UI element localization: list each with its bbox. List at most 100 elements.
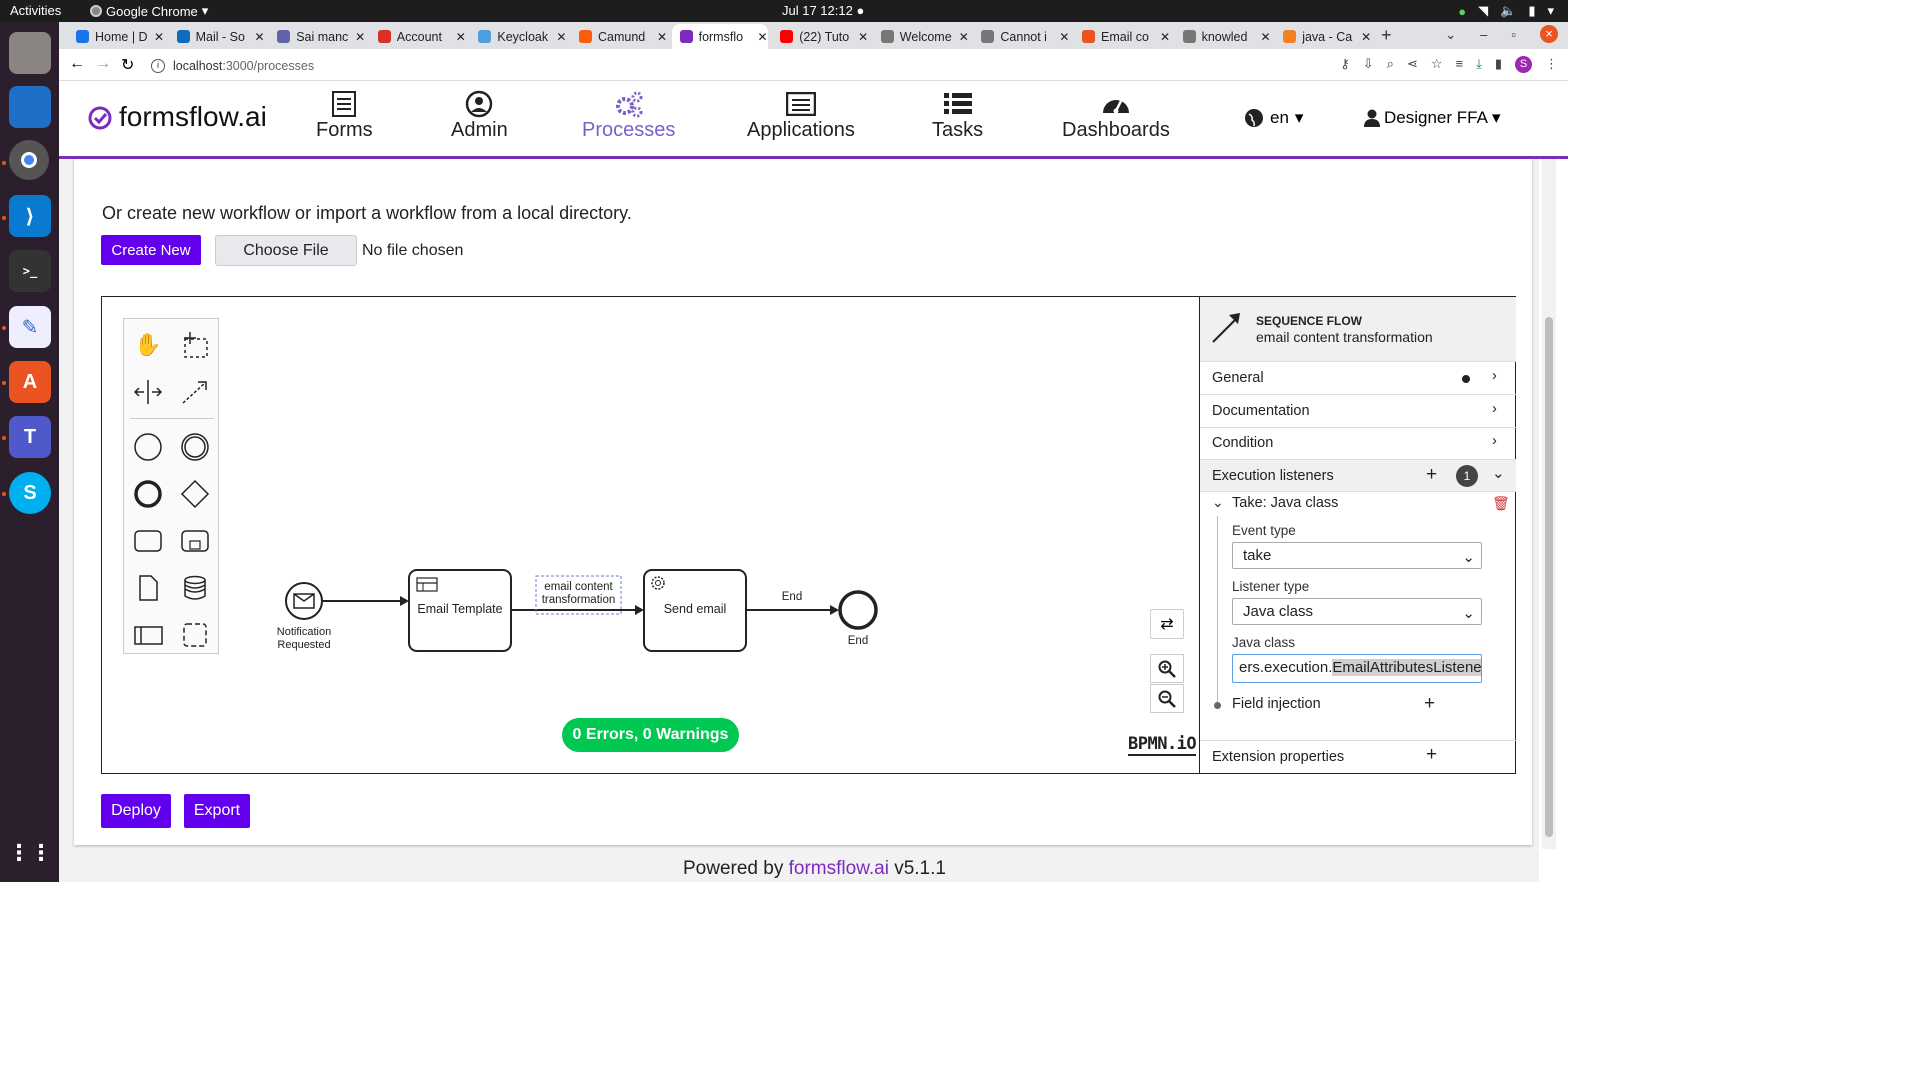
- group-extension-properties[interactable]: Extension properties +: [1200, 740, 1516, 773]
- url-field[interactable]: i localhost:3000/processes: [151, 55, 314, 76]
- nav-processes[interactable]: Processes: [582, 89, 675, 142]
- key-icon[interactable]: ⚷: [1340, 56, 1350, 71]
- chrome-dock-icon[interactable]: [9, 140, 49, 180]
- teams-icon[interactable]: T: [9, 416, 51, 458]
- tab-close-icon[interactable]: ✕: [556, 29, 567, 44]
- app-menu[interactable]: Google Chrome ▾: [90, 3, 208, 19]
- event-type-select[interactable]: take⌄: [1232, 542, 1482, 569]
- browser-tab[interactable]: Mail - So✕: [169, 24, 265, 49]
- reload-icon[interactable]: ↻: [121, 57, 135, 74]
- browser-tab[interactable]: Cannot i✕: [973, 24, 1069, 49]
- bpmn-io-watermark[interactable]: BPMN.iO: [1128, 734, 1197, 756]
- site-info-icon[interactable]: i: [151, 58, 165, 73]
- app-grid-icon[interactable]: ⋮⋮: [8, 840, 52, 865]
- software-center-icon[interactable]: A: [9, 361, 51, 403]
- tab-close-icon[interactable]: ✕: [656, 29, 667, 44]
- tab-close-icon[interactable]: ✕: [958, 29, 969, 44]
- terminal-icon[interactable]: >_: [9, 250, 51, 292]
- subprocess-icon[interactable]: [180, 526, 210, 556]
- global-connect-tool-icon[interactable]: [180, 377, 210, 407]
- libreoffice-writer-icon[interactable]: [9, 86, 51, 128]
- tab-search-icon[interactable]: ⌄: [1445, 27, 1457, 42]
- skype-icon[interactable]: S: [9, 472, 51, 514]
- language-dropdown[interactable]: en▾: [1244, 108, 1303, 128]
- tab-close-icon[interactable]: ✕: [1260, 29, 1271, 44]
- java-class-input[interactable]: ers.execution.EmailAttributesListener: [1232, 654, 1482, 683]
- browser-tab[interactable]: java - Ca✕: [1275, 24, 1371, 49]
- flow-label-selection[interactable]: [535, 575, 622, 615]
- data-object-icon[interactable]: [133, 573, 163, 603]
- minimize-icon[interactable]: –: [1480, 27, 1488, 42]
- browser-tab[interactable]: Keycloak✕: [470, 24, 566, 49]
- files-icon[interactable]: [9, 32, 51, 74]
- tab-close-icon[interactable]: ✕: [153, 29, 164, 44]
- end-event-icon[interactable]: [133, 479, 163, 509]
- nav-dashboards[interactable]: Dashboards: [1062, 89, 1170, 142]
- add-extension-property-icon[interactable]: +: [1426, 744, 1438, 765]
- space-tool-icon[interactable]: [133, 377, 163, 407]
- user-dropdown[interactable]: Designer FFA▾: [1364, 108, 1500, 128]
- browser-tab[interactable]: Account✕: [370, 24, 466, 49]
- add-field-injection-icon[interactable]: +: [1424, 693, 1436, 714]
- hand-tool-icon[interactable]: ✋: [134, 332, 162, 357]
- sidepanel-icon[interactable]: ▮: [1494, 56, 1502, 71]
- nav-tasks[interactable]: Tasks: [932, 89, 983, 142]
- profile-avatar[interactable]: S: [1515, 56, 1532, 73]
- tab-close-icon[interactable]: ✕: [1159, 29, 1170, 44]
- data-store-icon[interactable]: [180, 573, 210, 603]
- reading-list-icon[interactable]: ≡: [1455, 56, 1464, 71]
- browser-tab[interactable]: Home | D✕: [68, 24, 164, 49]
- gateway-icon[interactable]: [180, 479, 210, 509]
- listener-item-header[interactable]: ⌄ Take: Java class 🗑: [1200, 493, 1516, 517]
- toggle-properties-button[interactable]: ⇄: [1150, 609, 1184, 639]
- pool-icon[interactable]: [133, 620, 163, 650]
- activities-button[interactable]: Activities: [10, 3, 62, 18]
- tab-close-icon[interactable]: ✕: [455, 29, 466, 44]
- download-icon[interactable]: ⤓: [1476, 56, 1482, 71]
- text-editor-icon[interactable]: ✎: [9, 306, 51, 348]
- browser-tab[interactable]: Email co✕: [1074, 24, 1170, 49]
- browser-tab[interactable]: Welcome✕: [873, 24, 969, 49]
- restore-icon[interactable]: ▫: [1511, 27, 1516, 42]
- browser-tab[interactable]: knowled✕: [1175, 24, 1271, 49]
- brand-logo[interactable]: formsflow.ai: [87, 101, 267, 133]
- browser-tab[interactable]: Sai manc✕: [269, 24, 365, 49]
- forward-icon[interactable]: →: [95, 55, 111, 72]
- lasso-tool-icon[interactable]: [180, 330, 210, 360]
- group-execution-listeners[interactable]: Execution listeners + 1 ⌄: [1200, 460, 1516, 492]
- tab-close-icon[interactable]: ✕: [858, 29, 869, 44]
- nav-forms[interactable]: Forms: [316, 89, 373, 142]
- close-window-icon[interactable]: ×: [1540, 25, 1558, 43]
- zoom-icon[interactable]: ⌕: [1386, 56, 1394, 71]
- tab-close-icon[interactable]: ✕: [1361, 29, 1372, 44]
- vscode-icon[interactable]: ⟩: [9, 195, 51, 237]
- chrome-menu-icon[interactable]: ⋮: [1545, 56, 1558, 71]
- tab-close-icon[interactable]: ✕: [1059, 29, 1070, 44]
- tab-close-icon[interactable]: ✕: [355, 29, 366, 44]
- browser-tab[interactable]: Camund✕: [571, 24, 667, 49]
- group-icon[interactable]: [180, 620, 210, 650]
- browser-tab[interactable]: (22) Tuto✕: [772, 24, 868, 49]
- listener-type-select[interactable]: Java class⌄: [1232, 598, 1482, 625]
- bpmn-canvas[interactable]: [102, 297, 1198, 773]
- group-documentation[interactable]: Documentation›: [1200, 395, 1516, 428]
- add-listener-icon[interactable]: +: [1426, 464, 1438, 485]
- end-event[interactable]: [838, 590, 878, 630]
- zoom-in-button[interactable]: [1150, 654, 1184, 683]
- browser-tab[interactable]: formsflo✕: [671, 24, 768, 49]
- group-general[interactable]: General›: [1200, 362, 1516, 395]
- back-icon[interactable]: ←: [69, 55, 85, 72]
- group-condition[interactable]: Condition›: [1200, 427, 1516, 460]
- zoom-out-button[interactable]: [1150, 684, 1184, 713]
- page-scrollbar[interactable]: [1542, 159, 1556, 849]
- nav-applications[interactable]: Applications: [747, 89, 855, 142]
- footer-brand-link[interactable]: formsflow.ai: [788, 858, 889, 879]
- system-tray[interactable]: ● ◥ 🔈 ▮ ▾: [1458, 3, 1554, 19]
- choose-file-button[interactable]: Choose File: [215, 235, 357, 266]
- deploy-button[interactable]: Deploy: [101, 794, 171, 828]
- new-tab-icon[interactable]: +: [1381, 25, 1392, 45]
- export-button[interactable]: Export: [184, 794, 250, 828]
- nav-admin[interactable]: Admin: [451, 89, 508, 142]
- start-event[interactable]: [285, 582, 323, 620]
- tab-close-icon[interactable]: ✕: [757, 29, 768, 44]
